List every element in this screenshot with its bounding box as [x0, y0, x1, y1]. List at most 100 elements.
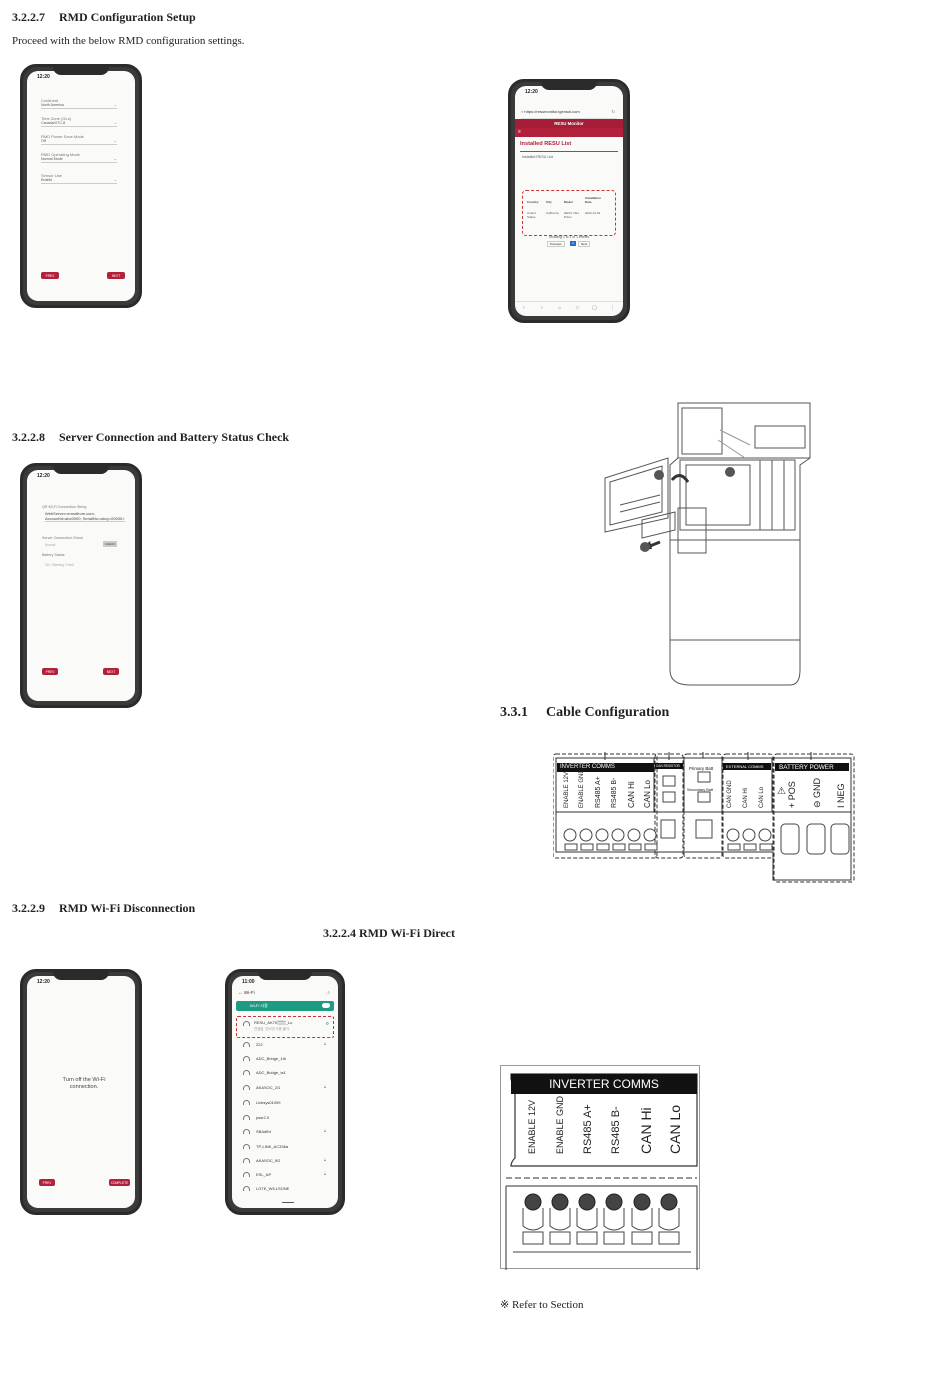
- string-label: QR Wi-Fi Connection String: [42, 505, 87, 509]
- term-ext-can-hi: CAN Hi: [743, 787, 749, 808]
- prev-page-button[interactable]: Previous: [547, 241, 565, 247]
- status-time: 11:00: [242, 979, 255, 985]
- search-icon[interactable]: ⌕: [327, 990, 330, 995]
- inverter-comms-detail: INVERTER COMMS ENABLE 12V ENABLE GND RS4…: [500, 1065, 700, 1270]
- warning-icon: ⚠: [777, 786, 786, 797]
- tabs-icon: ▢: [592, 305, 597, 311]
- network-item[interactable]: Linksys01099: [240, 1098, 330, 1109]
- status-time: 12:20: [37, 473, 50, 479]
- term-rs485-a: RS485 A+: [595, 776, 602, 808]
- prev-button[interactable]: PREV: [41, 272, 59, 279]
- wifi-signal-icon: [243, 1056, 250, 1061]
- battery-label: Battery Status: [42, 553, 65, 557]
- wifi-signal-icon: [243, 1115, 250, 1120]
- inverter-comms-label: INVERTER COMMS: [560, 764, 615, 770]
- browser-toolbar: ‹ › ⌂ ☆ ▢ ⋮: [515, 301, 623, 316]
- phone-disconnect: 12:20 Turn off the Wi-Fi connection. PRE…: [20, 969, 142, 1215]
- disconnect-message: Turn off the Wi-Fi connection.: [62, 1077, 106, 1090]
- next-button[interactable]: NEXT: [103, 668, 119, 675]
- detail-enable-gnd: ENABLE GND: [555, 1095, 565, 1154]
- bookmark-icon: ☆: [575, 305, 580, 311]
- network-item[interactable]: TP-LINK_AC336a: [240, 1142, 330, 1153]
- page-title: Installed RESU List: [520, 141, 572, 147]
- primary-batt-label: Primary Batt: [689, 766, 714, 771]
- connection-string-field[interactable]: WebServer=emsdfrom.com; AccountId=abc000…: [45, 511, 125, 522]
- phone-monitor: 12:20 ⌕ https://resumonitor.lgensol.com …: [508, 79, 630, 323]
- next-page-button[interactable]: Next: [578, 241, 591, 247]
- wifi-signal-icon: [243, 1085, 250, 1090]
- phone-config: 12:20 Continent North America⌄ Time Zone…: [20, 64, 142, 308]
- wifi-signal-icon: [243, 1144, 250, 1149]
- continent-field[interactable]: Continent North America⌄: [41, 98, 117, 109]
- network-item[interactable]: 222🔒︎: [240, 1040, 330, 1051]
- prev-button[interactable]: PREV: [39, 1179, 55, 1186]
- chevron-down-icon: ⌄: [113, 120, 117, 125]
- page-1-button[interactable]: 1: [570, 241, 576, 246]
- brand-bar: RESU Monitor: [515, 119, 623, 128]
- terminal-panel-diagram: INVERTER COMMS CAN RESISTOR Primary Batt…: [553, 752, 855, 884]
- term-enable-12v: ENABLE 12V: [564, 771, 570, 808]
- network-item[interactable]: SBAdfbf🔒︎: [240, 1127, 330, 1138]
- forward-icon: ›: [541, 305, 543, 311]
- network-item[interactable]: ADC_Bridge_ts1: [240, 1068, 330, 1079]
- wifi-toggle[interactable]: Wi-Fi 사용: [236, 1001, 334, 1011]
- can-resistor-label: CAN RESISTOR: [656, 764, 680, 768]
- wifi-signal-icon: [243, 1021, 250, 1026]
- next-button[interactable]: NEXT: [107, 272, 125, 279]
- back-icon: ‹: [523, 305, 525, 311]
- term-can-lo: CAN Lo: [643, 779, 652, 808]
- term-ext-can-lo: CAN Lo: [759, 786, 765, 808]
- search-icon: ⌕: [521, 109, 524, 114]
- network-item[interactable]: LGTE_WILLSONE: [240, 1184, 330, 1195]
- battery-cabinet-illustration: [604, 402, 811, 686]
- sensor-use-field[interactable]: Sensor Use Enable⌄: [41, 173, 117, 184]
- lock-icon: 🔒︎: [323, 1157, 326, 1162]
- home-indicator: [282, 1202, 294, 1203]
- results-table: Country City Model Installation Date Uni…: [522, 190, 616, 236]
- term-can-hi: CAN Hi: [627, 781, 636, 808]
- term-rs485-b: RS485 B-: [611, 777, 618, 808]
- battery-status: OK / Warning / Fault: [45, 563, 74, 567]
- status-time: 12:20: [37, 979, 50, 985]
- refer-note: ※ Refer to Section: [500, 1299, 584, 1311]
- complete-button[interactable]: COMPLETE: [109, 1179, 130, 1186]
- timezone-field[interactable]: Time Zone (GLs) Canada/UTC-8⌄: [41, 116, 117, 127]
- term-gnd: ⊖ GND: [812, 777, 822, 808]
- wifi-header: ← Wi-Fi: [238, 990, 255, 995]
- term-pos: + POS: [787, 781, 797, 808]
- power-save-field[interactable]: RMD Power Save Mode Off⌄: [41, 134, 117, 145]
- term-enable-gnd: ENABLE GND: [579, 769, 585, 808]
- wifi-signal-icon: [243, 1158, 250, 1163]
- network-item[interactable]: pssr2.0: [240, 1113, 330, 1124]
- check-button[interactable]: CHECK: [103, 541, 117, 547]
- inverter-comms-title: INVERTER COMMS: [549, 1077, 659, 1091]
- network-item[interactable]: ADC_Bridge_1th: [240, 1054, 330, 1065]
- url-bar[interactable]: ⌕ https://resumonitor.lgensol.com ↻: [521, 109, 617, 119]
- reload-icon: ↻: [611, 109, 615, 114]
- secondary-batt-label: Secondary Batt: [687, 788, 713, 792]
- wifi-signal-icon: [243, 1186, 250, 1191]
- term-ext-can-gnd: CAN GND: [727, 780, 733, 808]
- prev-button[interactable]: PREV: [42, 668, 58, 675]
- menu-icon: ≡: [518, 129, 521, 135]
- menu-icon: ⋮: [610, 305, 615, 311]
- toggle-switch-icon: [322, 1003, 330, 1008]
- status-time: 12:20: [525, 89, 538, 95]
- network-item[interactable]: AKASOC_2G🔒︎: [240, 1083, 330, 1094]
- server-label: Server Connection Check: [42, 536, 83, 540]
- lock-icon: 🔒︎: [323, 1084, 326, 1089]
- detail-rs485-b: RS485 B-: [610, 1106, 622, 1154]
- wifi-signal-icon: [243, 1070, 250, 1075]
- network-item[interactable]: ESL_AP🔒︎: [240, 1170, 330, 1181]
- chevron-down-icon: ⌄: [113, 138, 117, 143]
- connected-network[interactable]: RESU_AK70▒▒▒_Lo 연결됨, 인터넷 사용 불가 ⚙: [236, 1016, 334, 1038]
- operating-mode-field[interactable]: RMD Operating Mode Normal Mode⌄: [41, 152, 117, 163]
- network-item[interactable]: AKASOC_5G🔒︎: [240, 1156, 330, 1167]
- detail-can-hi: CAN Hi: [638, 1107, 654, 1154]
- server-status: Normal: [45, 543, 56, 547]
- back-icon: ←: [238, 990, 243, 995]
